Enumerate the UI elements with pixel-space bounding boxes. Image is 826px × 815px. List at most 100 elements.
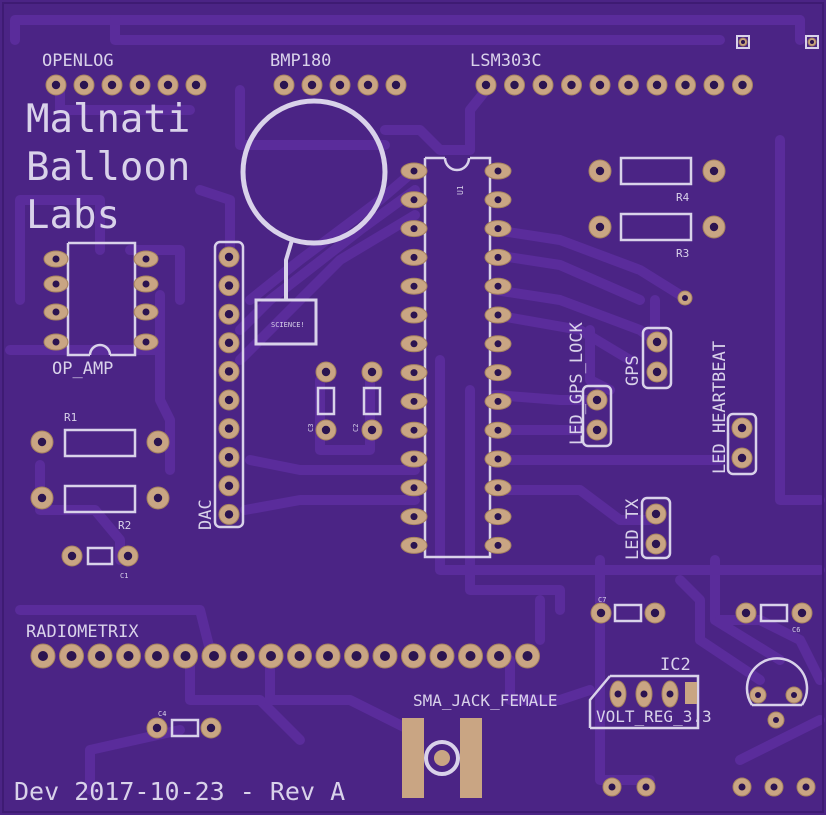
lsm303c-pad (561, 74, 582, 96)
r2-pad (30, 486, 54, 510)
led-gps-lock-pad (586, 389, 608, 411)
u1-pad (400, 335, 428, 353)
c3-pad (315, 419, 337, 441)
label-r3: R3 (676, 247, 689, 260)
radiometrix-pad (144, 643, 170, 669)
label-gps: GPS (623, 355, 643, 386)
label-volt-reg: VOLT_REG_3.3 (596, 707, 712, 726)
label-c1: C1 (120, 572, 128, 580)
u1-pad (484, 421, 512, 439)
label-bmp180: BMP180 (270, 51, 331, 71)
led-gps-lock-pad (586, 419, 608, 441)
u1-pad (484, 392, 512, 410)
u1-pad (484, 162, 512, 180)
u1-pad (484, 277, 512, 295)
label-c4: C4 (158, 710, 166, 718)
label-radiometrix: RADIOMETRIX (26, 622, 139, 642)
label-c3: C3 (307, 424, 315, 432)
bmp180-pad (273, 74, 295, 96)
ic2-pad (609, 680, 627, 708)
c6-pad (735, 602, 757, 624)
radiometrix-pad (315, 643, 341, 669)
label-sma-jack: SMA_JACK_FEMALE (413, 691, 558, 710)
bottom-edge-pad (796, 777, 816, 797)
dac-pad (218, 246, 240, 268)
op-amp-pad (43, 333, 69, 351)
label-c7: C7 (598, 596, 606, 604)
u1-pad (400, 364, 428, 382)
c6-pad (791, 602, 813, 624)
label-led-heartbeat: LED_HEARTBEAT (710, 341, 730, 474)
bmp180-pad (385, 74, 407, 96)
label-openlog: OPENLOG (42, 51, 114, 71)
label-dac: DAC (196, 499, 216, 530)
r4-pad (702, 159, 726, 183)
radiometrix-pad (201, 643, 227, 669)
openlog-pad (73, 74, 95, 96)
u1-pad (400, 421, 428, 439)
u1-pad (484, 364, 512, 382)
title-line-1: Malnati (26, 97, 190, 142)
gps-pad (646, 331, 668, 353)
radiometrix-pad (173, 643, 198, 669)
bmp180-pad (329, 74, 351, 96)
regulator-round-pad (767, 711, 785, 729)
lsm303c-pad (504, 74, 525, 96)
lsm303c-pad (703, 74, 725, 96)
radiometrix-pad (344, 643, 369, 669)
label-science: SCIENCE! (271, 321, 305, 329)
op-amp-pad (133, 250, 159, 268)
op-amp-pad (133, 333, 159, 351)
openlog-pad (157, 74, 179, 96)
u1-pad (484, 248, 512, 266)
led-heartbeat-pad (731, 417, 753, 439)
label-r1: R1 (64, 411, 77, 424)
corner-pad (807, 37, 817, 47)
bottom-edge-pad (602, 777, 622, 797)
u1-pad (400, 450, 428, 468)
lsm303c-pad (675, 74, 696, 96)
ic2-pad (661, 680, 679, 708)
label-lsm303c: LSM303C (470, 51, 542, 71)
op-amp-pad (43, 303, 69, 321)
bottom-edge-pad (732, 777, 752, 797)
c7-pad (590, 602, 612, 624)
op-amp-pad (43, 250, 69, 268)
radiometrix-pad (59, 643, 84, 669)
regulator-round-pad (749, 686, 767, 704)
radiometrix-pad (515, 643, 540, 669)
radiometrix-pad (458, 643, 483, 669)
lsm303c-pad (618, 74, 639, 96)
label-ic2: IC2 (660, 655, 691, 675)
lsm303c-pad (646, 74, 668, 96)
label-r2: R2 (118, 519, 131, 532)
lsm303c-pad (732, 74, 753, 96)
u1-pad (484, 536, 512, 554)
title-line-2: Balloon (26, 145, 190, 190)
label-c6: C6 (792, 626, 800, 634)
lsm303c-pad (532, 74, 554, 96)
u1-pad (400, 536, 428, 554)
lsm303c-pad (475, 74, 497, 96)
bottom-edge-pad (636, 777, 656, 797)
label-led-gps-lock: LED_GPS_LOCK (567, 321, 587, 445)
dac-pad (218, 360, 240, 382)
bottom-edge-pad (764, 777, 784, 797)
footer-revision: Dev 2017-10-23 - Rev A (14, 777, 345, 806)
c4-pad (200, 717, 222, 739)
r3-pad (702, 215, 726, 239)
radiometrix-pad (116, 643, 141, 669)
u1-pad (400, 248, 428, 266)
sma-jack (402, 718, 482, 798)
c4-pad (146, 717, 168, 739)
label-op-amp: OP_AMP (52, 359, 113, 379)
radiometrix-pad (258, 643, 284, 669)
u1-pad (400, 392, 428, 410)
copper-traces (5, 15, 825, 795)
u1-pad (400, 306, 428, 324)
u1-pad (484, 508, 512, 526)
title-line-3: Labs (26, 193, 120, 238)
radiometrix-pad (30, 643, 56, 669)
bmp180-pad (357, 74, 379, 96)
